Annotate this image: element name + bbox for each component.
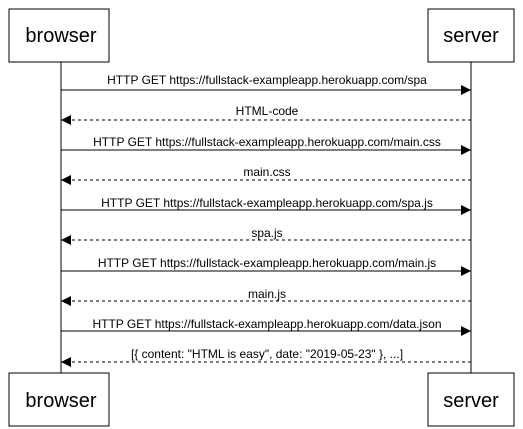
message-4: main.css <box>61 165 471 185</box>
message-5: HTTP GET https://fullstack-exampleapp.he… <box>61 196 471 215</box>
message-label: main.js <box>248 287 286 301</box>
message-label: HTTP GET https://fullstack-exampleapp.he… <box>93 135 441 149</box>
message-7: HTTP GET https://fullstack-exampleapp.he… <box>61 256 471 276</box>
message-6: spa.js <box>61 226 471 245</box>
message-label: [{ content: "HTML is easy", date: "2019-… <box>131 347 403 361</box>
message-10: [{ content: "HTML is easy", date: "2019-… <box>61 347 471 367</box>
message-label: spa.js <box>251 226 282 240</box>
message-label: HTTP GET https://fullstack-exampleapp.he… <box>98 256 436 270</box>
participant-browser-bottom: browser <box>8 372 110 427</box>
message-1: HTTP GET https://fullstack-exampleapp.he… <box>61 73 471 95</box>
message-8: main.js <box>61 287 471 306</box>
participant-server-bottom: server <box>427 372 515 427</box>
participant-browser-label: browser <box>25 390 96 412</box>
message-label: HTTP GET https://fullstack-exampleapp.he… <box>101 196 433 210</box>
message-2: HTML-code <box>61 104 471 125</box>
message-label: main.css <box>243 165 290 179</box>
participant-browser-top: browser <box>8 8 110 63</box>
participant-server-top: server <box>427 8 515 63</box>
participant-browser-label: browser <box>25 25 96 47</box>
message-label: HTTP GET https://fullstack-exampleapp.he… <box>92 317 441 331</box>
message-3: HTTP GET https://fullstack-exampleapp.he… <box>61 135 471 155</box>
message-9: HTTP GET https://fullstack-exampleapp.he… <box>61 317 471 336</box>
participant-server-label: server <box>443 390 499 412</box>
participant-server-label: server <box>443 25 499 47</box>
message-label: HTML-code <box>236 104 299 118</box>
message-label: HTTP GET https://fullstack-exampleapp.he… <box>107 73 427 87</box>
